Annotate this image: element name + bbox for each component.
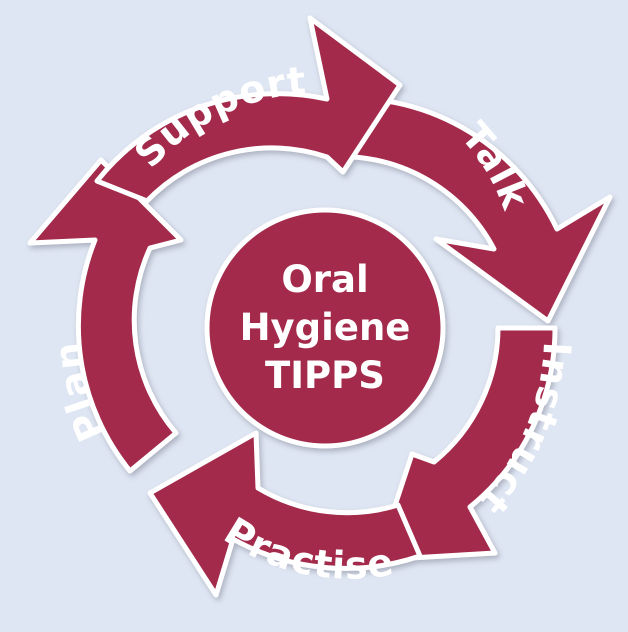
center-title: Oral Hygiene TIPPS xyxy=(205,208,445,448)
arrow-instruct xyxy=(374,325,558,563)
center-circle xyxy=(204,207,446,449)
center-title-line-1: Oral xyxy=(281,258,369,301)
arrow-support xyxy=(94,15,403,204)
arrow-practise xyxy=(147,430,423,598)
center-title-line-3: TIPPS xyxy=(265,354,385,397)
arrow-plan xyxy=(27,157,184,474)
center-title-line-2: Hygiene xyxy=(239,306,411,349)
arrow-talk xyxy=(324,95,613,324)
